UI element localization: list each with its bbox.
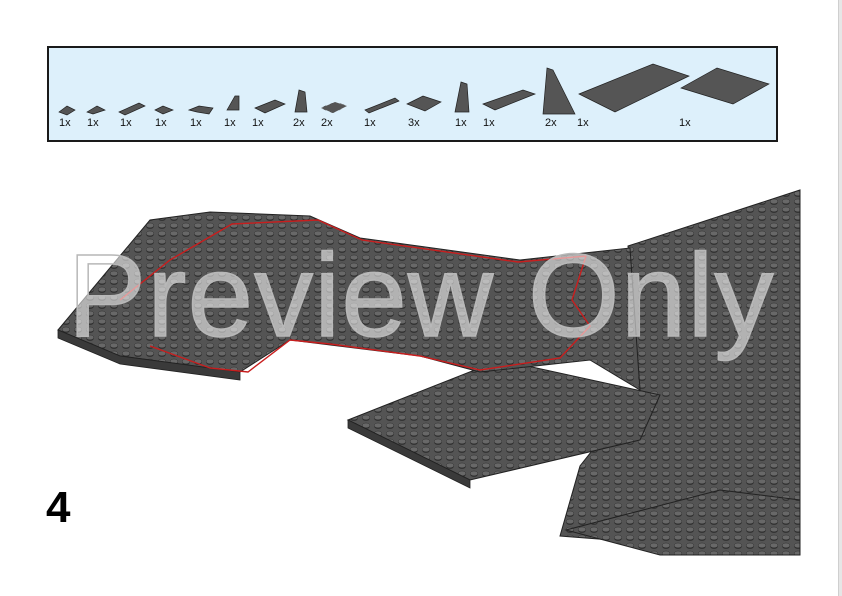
- part-2: [86, 105, 106, 115]
- part-3: [118, 102, 146, 116]
- part-14: [542, 67, 576, 115]
- part-4: [154, 105, 174, 115]
- part-qty: 1x: [455, 117, 467, 129]
- page-edge-rule: [838, 0, 842, 596]
- baseplate-assembly: [57, 189, 801, 556]
- part-qty: 1x: [483, 117, 495, 129]
- part-qty: 1x: [190, 117, 202, 129]
- part-6: [226, 95, 240, 111]
- part-16: [680, 67, 770, 105]
- part-qty: 2x: [321, 117, 333, 129]
- step-number: 4: [46, 483, 71, 532]
- part-qty: 1x: [224, 117, 236, 129]
- part-11: [406, 95, 442, 112]
- part-8: [294, 89, 308, 113]
- part-qty: 1x: [59, 117, 71, 129]
- part-9: [320, 101, 348, 114]
- part-qty: 1x: [679, 117, 691, 129]
- part-13: [482, 89, 537, 111]
- part-qty: 3x: [408, 117, 420, 129]
- part-qty: 1x: [364, 117, 376, 129]
- part-5: [187, 105, 214, 115]
- part-qty: 1x: [577, 117, 589, 129]
- build-model-illustration: [0, 150, 842, 565]
- parts-illustrations: [58, 63, 770, 116]
- part-qty: 1x: [120, 117, 132, 129]
- part-qty: 2x: [293, 117, 305, 129]
- parts-list-panel: 1x 1x 1x 1x 1x 1x 1x 2x 2x 1x 3x 1x 1x 2…: [47, 46, 778, 142]
- part-15: [578, 63, 690, 113]
- part-1: [58, 105, 76, 116]
- part-qty: 1x: [155, 117, 167, 129]
- part-qty: 2x: [545, 117, 557, 129]
- new-parts-highlight: [119, 219, 591, 373]
- part-10: [364, 97, 400, 114]
- baseplate-left-section: [57, 211, 641, 391]
- baseplate-bottom-right: [564, 489, 801, 556]
- part-12: [454, 81, 470, 113]
- part-qty: 1x: [87, 117, 99, 129]
- part-7: [254, 99, 286, 114]
- part-qty: 1x: [252, 117, 264, 129]
